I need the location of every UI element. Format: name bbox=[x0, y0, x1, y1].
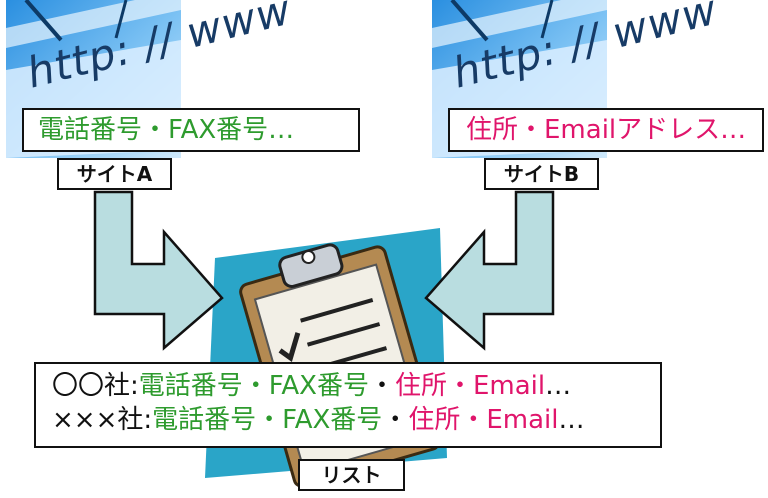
address-email-text: 住所・Email bbox=[394, 371, 546, 401]
ellipsis: … bbox=[558, 405, 585, 435]
site-b-info-text: 住所・Emailアドレス… bbox=[466, 115, 747, 145]
list-box: 〇〇社:電話番号・FAX番号・住所・Email… ×××社:電話番号・FAX番号… bbox=[34, 362, 662, 448]
arrow-from-site-b bbox=[424, 190, 555, 351]
phone-fax-text: 電話番号・FAX番号 bbox=[152, 405, 383, 435]
dot-separator: ・ bbox=[368, 371, 395, 401]
company-name: ×××社 bbox=[52, 405, 144, 435]
ellipsis: … bbox=[545, 371, 572, 401]
list-caption: リスト bbox=[298, 459, 405, 491]
company-name: 〇〇社 bbox=[52, 371, 131, 401]
site-b-info-box: 住所・Emailアドレス… bbox=[448, 108, 764, 152]
list-row: ×××社:電話番号・FAX番号・住所・Email… bbox=[52, 403, 660, 437]
list-row: 〇〇社:電話番号・FAX番号・住所・Email… bbox=[52, 369, 660, 403]
site-a-info-text: 電話番号・FAX番号… bbox=[38, 115, 295, 145]
arrow-from-site-a bbox=[93, 190, 224, 351]
separator: : bbox=[143, 405, 153, 435]
dot-separator: ・ bbox=[382, 405, 409, 435]
site-a-caption: サイトA bbox=[57, 158, 172, 190]
phone-fax-text: 電話番号・FAX番号 bbox=[138, 371, 369, 401]
address-email-text: 住所・Email bbox=[408, 405, 559, 435]
separator: : bbox=[130, 371, 139, 401]
site-a-info-box: 電話番号・FAX番号… bbox=[22, 108, 360, 152]
site-b-caption: サイトB bbox=[484, 158, 599, 190]
